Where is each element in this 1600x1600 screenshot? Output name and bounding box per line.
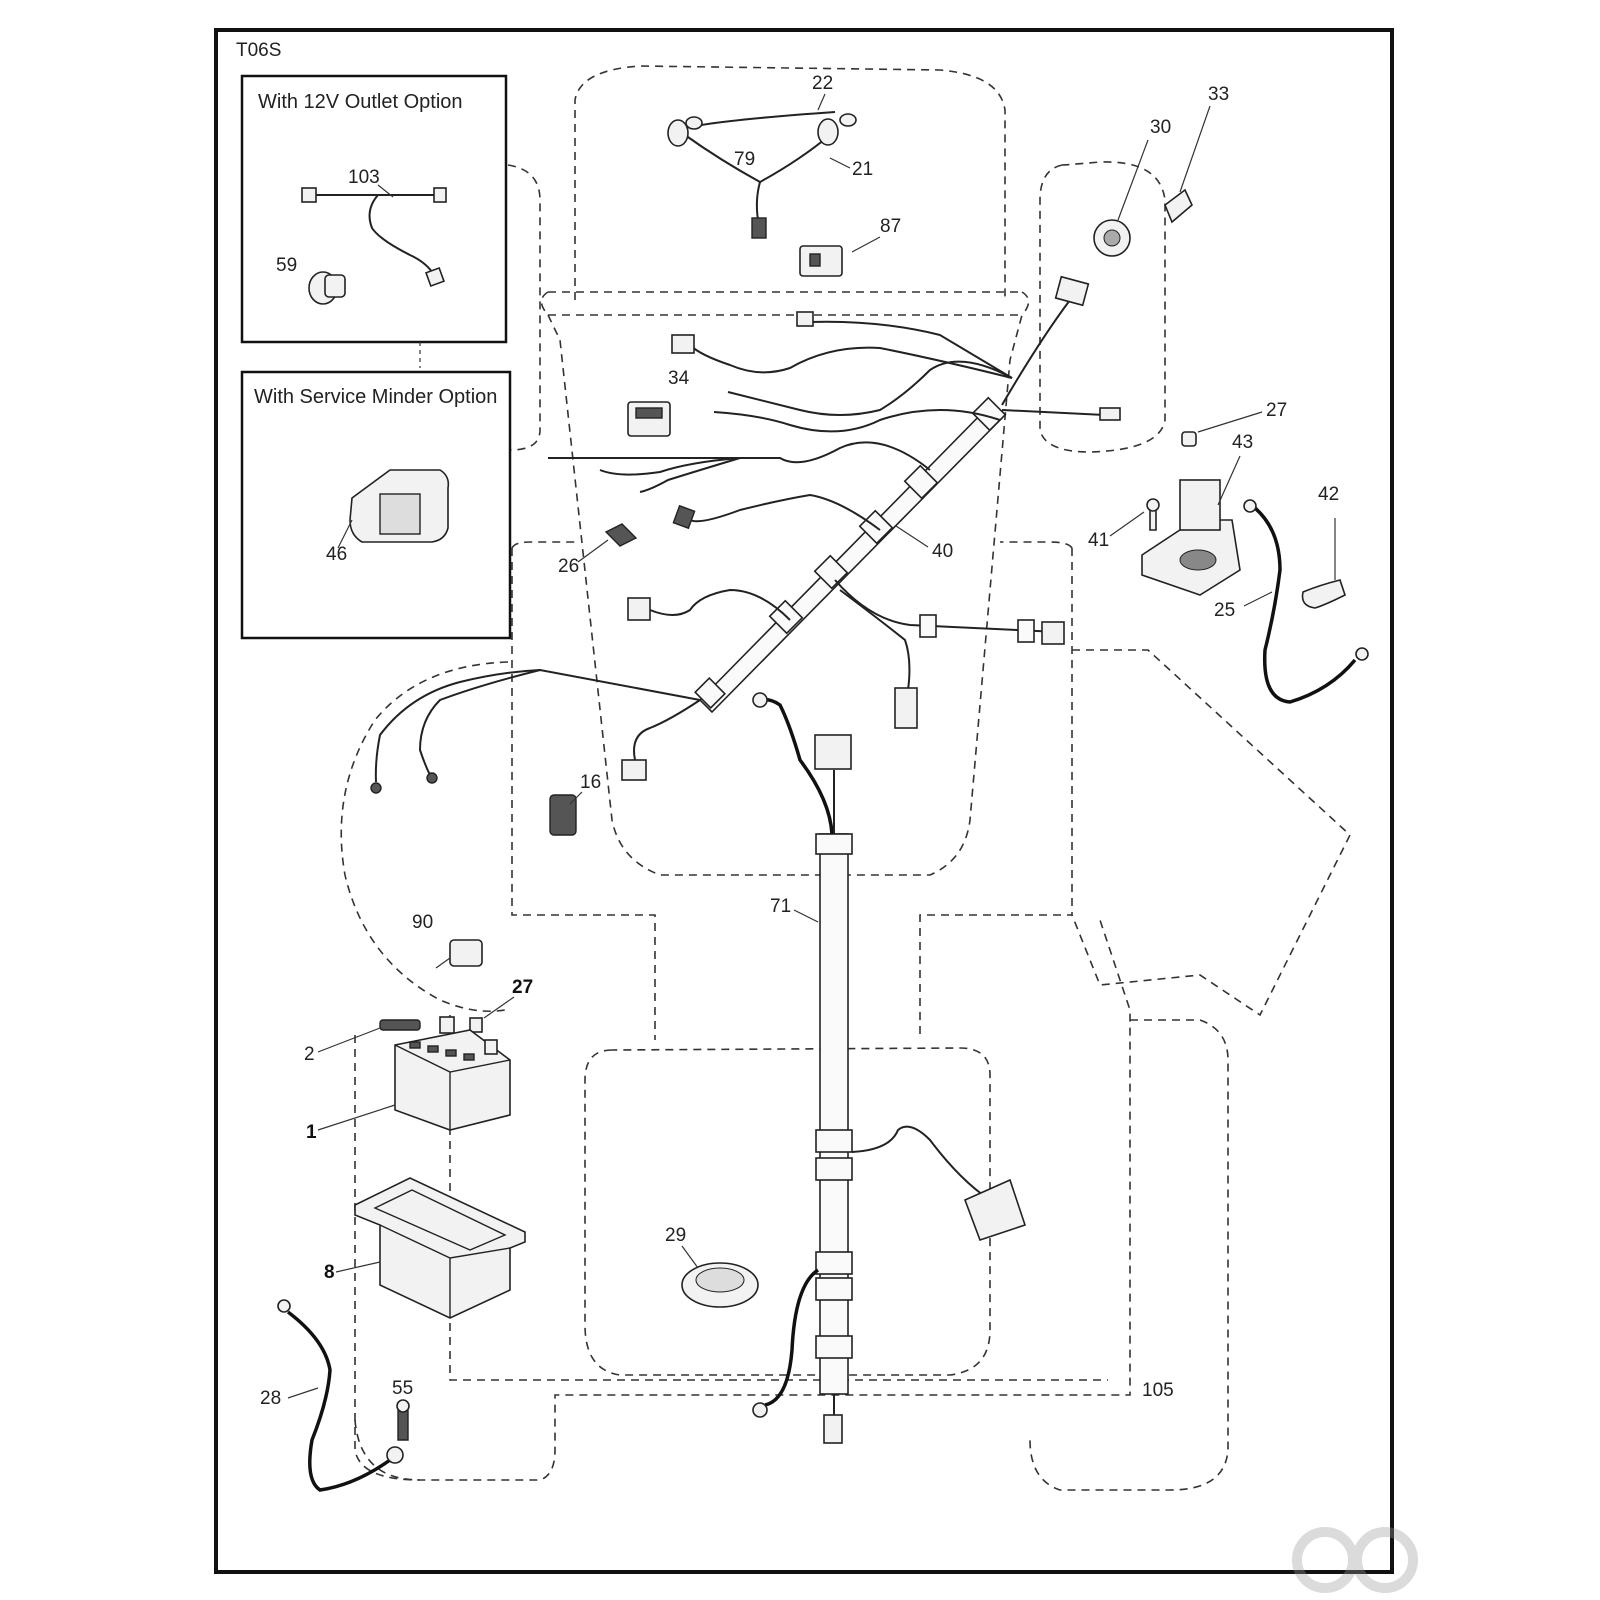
diagram-code: T06S bbox=[236, 40, 281, 61]
inset-service-minder: With Service Minder Option 46 bbox=[240, 370, 512, 640]
part-label-90: 90 bbox=[412, 912, 433, 933]
part-label-46: 46 bbox=[326, 544, 347, 565]
part-label-79: 79 bbox=[734, 149, 755, 170]
battery-cable-25: 42 25 bbox=[1214, 484, 1369, 704]
part-label-27a: 27 bbox=[1266, 400, 1287, 421]
solenoid-bracket: 27 43 41 bbox=[1088, 400, 1287, 596]
fuse-26: 26 bbox=[558, 523, 638, 577]
inset-12v-outlet-title: With 12V Outlet Option bbox=[258, 91, 463, 113]
headlight-harness: 22 79 21 bbox=[667, 73, 873, 239]
part-90: 90 bbox=[412, 912, 483, 969]
part-label-22: 22 bbox=[812, 73, 833, 94]
part-label-16: 16 bbox=[580, 772, 601, 793]
battery-assembly: 27 2 1 8 bbox=[304, 977, 533, 1319]
part-label-21: 21 bbox=[852, 159, 873, 180]
ignition-switch: 30 33 bbox=[1093, 84, 1229, 257]
diagram-frame bbox=[214, 28, 1394, 1574]
part-label-33: 33 bbox=[1208, 84, 1229, 105]
harness-71: 71 bbox=[752, 692, 1027, 1444]
part-label-29: 29 bbox=[665, 1225, 686, 1246]
part-label-103: 103 bbox=[348, 167, 380, 188]
watermark-logo bbox=[1292, 1527, 1418, 1593]
relay-87: 87 bbox=[799, 216, 901, 277]
part-label-59: 59 bbox=[276, 255, 297, 276]
switch-16: 16 bbox=[549, 772, 601, 836]
part-label-28: 28 bbox=[260, 1388, 281, 1409]
inset-12v-outlet: With 12V Outlet Option 103 59 bbox=[240, 74, 508, 344]
part-label-87: 87 bbox=[880, 216, 901, 237]
part-label-1: 1 bbox=[306, 1122, 317, 1143]
part-label-41: 41 bbox=[1088, 530, 1109, 551]
inset-service-minder-title: With Service Minder Option bbox=[254, 386, 497, 408]
part-label-2: 2 bbox=[304, 1044, 315, 1065]
seat-switch-29: 29 bbox=[665, 1225, 759, 1308]
ground-cable-28: 28 55 bbox=[260, 1299, 413, 1492]
part-label-105: 105 bbox=[1142, 1380, 1174, 1401]
main-harness-40: 40 bbox=[370, 275, 1121, 794]
part-label-71: 71 bbox=[770, 896, 791, 917]
part-label-26: 26 bbox=[558, 556, 579, 577]
part-label-30: 30 bbox=[1150, 117, 1171, 138]
part-label-55: 55 bbox=[392, 1378, 413, 1399]
part-label-40: 40 bbox=[932, 541, 953, 562]
part-label-8: 8 bbox=[324, 1262, 335, 1283]
part-label-43: 43 bbox=[1232, 432, 1253, 453]
switch-34: 34 bbox=[627, 368, 690, 437]
part-label-42: 42 bbox=[1318, 484, 1339, 505]
part-label-27b: 27 bbox=[512, 977, 533, 998]
part-label-25: 25 bbox=[1214, 600, 1235, 621]
part-label-34: 34 bbox=[668, 368, 690, 389]
tractor-outline bbox=[340, 65, 1351, 1491]
